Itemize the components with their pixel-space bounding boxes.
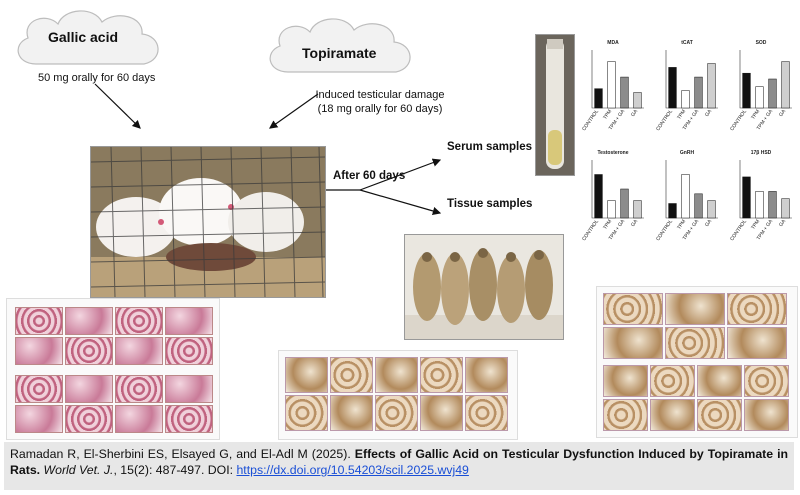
chart-bar: [694, 76, 703, 109]
tissue-specimens-photo: [404, 234, 564, 340]
chart-title: 17β HSD: [751, 150, 772, 156]
chart-category-label: GA: [704, 108, 713, 118]
chart-bar: [633, 200, 642, 219]
chart-category-label: GA: [630, 108, 639, 118]
chart-title: MDA: [607, 40, 619, 46]
chart-title: SOD: [756, 40, 767, 46]
histology-panel-ihc-right: [596, 286, 798, 438]
chart-category-label: TPM: [602, 219, 613, 231]
serum-samples-label: Serum samples: [447, 141, 533, 153]
gallic-acid-title: Gallic acid: [48, 29, 119, 45]
chart-category-label: CONTROL: [729, 109, 748, 133]
rats-in-cage-photo: [90, 146, 326, 298]
chart-bar: [755, 86, 764, 109]
chart-bar: [768, 78, 777, 109]
chart-bar: [633, 92, 642, 109]
citation-title: Effects of Gallic Acid on Testicular Dys…: [10, 447, 789, 477]
histology-panel-ihc-middle: [278, 350, 518, 440]
chart-category-label: TPM: [676, 109, 687, 121]
topiramate-title: Topiramate: [302, 45, 377, 61]
chart-bar: [707, 63, 716, 109]
chart-category-label: CONTROL: [581, 109, 600, 133]
chart-category-label: TPM: [676, 219, 687, 231]
chart-bar: [742, 176, 751, 219]
chart-bar: [781, 61, 790, 109]
chart-category-label: CONTROL: [655, 219, 674, 243]
chart-bar: [681, 174, 690, 219]
chart-bar: [668, 203, 677, 219]
chart-category-label: GA: [630, 218, 639, 228]
tissue-samples-label: Tissue samples: [447, 198, 533, 210]
citation-box: Ramadan R, El-Sherbini ES, Elsayed G, an…: [4, 442, 794, 490]
histology-panel-he: [6, 298, 220, 440]
chart-bar: [768, 191, 777, 219]
chart-category-label: CONTROL: [581, 219, 600, 243]
chart-bar: [594, 88, 603, 109]
flow-arrows: [94, 83, 442, 216]
topiramate-note-2: (18 mg orally for 60 days): [317, 103, 443, 115]
chart-category-label: TPM: [750, 219, 761, 231]
chart-bar: [694, 193, 703, 219]
chart-bar: [668, 67, 677, 109]
chart-title: tCAT: [681, 40, 693, 46]
after-60-days-label: After 60 days: [333, 170, 406, 182]
chart-bar: [594, 174, 603, 219]
gallic-acid-dose: 50 mg orally for 60 days: [38, 72, 156, 84]
chart-category-label: TPM: [602, 109, 613, 121]
topiramate-note-1: Induced testicular damage: [315, 89, 445, 101]
citation-authors: Ramadan R, El-Sherbini ES, Elsayed G, an…: [10, 447, 351, 461]
chart-bar: [607, 200, 616, 219]
chart-category-label: CONTROL: [729, 219, 748, 243]
chart-bar: [742, 72, 751, 109]
gallic-acid-cloud: [17, 10, 159, 65]
chart-bar: [781, 198, 790, 219]
chart-category-label: GA: [778, 108, 787, 118]
chart-category-label: GA: [704, 218, 713, 228]
chart-category-label: CONTROL: [655, 109, 674, 133]
chart-bar: [681, 90, 690, 109]
chart-bar: [620, 188, 629, 219]
chart-bar: [707, 200, 716, 219]
chart-bar: [620, 76, 629, 109]
citation-doi-link[interactable]: https://dx.doi.org/10.54203/scil.2025.wv…: [236, 463, 469, 477]
chart-bar: [755, 191, 764, 219]
topiramate-cloud: [269, 18, 411, 73]
serum-tube-photo: [535, 34, 575, 176]
citation-details: , 15(2): 487-497. DOI:: [113, 463, 237, 477]
citation-journal: World Vet. J.: [43, 463, 114, 477]
chart-category-label: GA: [778, 218, 787, 228]
chart-category-label: TPM: [750, 109, 761, 121]
chart-bar: [607, 61, 616, 109]
chart-title: Testosterone: [597, 150, 628, 156]
chart-title: GnRH: [680, 150, 695, 156]
